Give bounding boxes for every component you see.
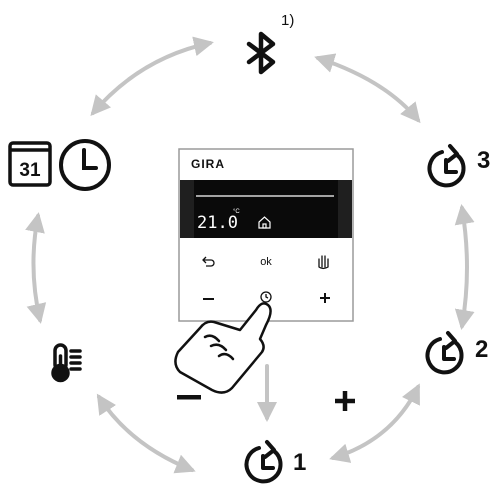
arrow-timer2-to-timer1 [329, 383, 420, 463]
back-button[interactable] [202, 256, 215, 267]
cycle-arrows [25, 36, 475, 474]
timer-level-1: 1 [293, 449, 306, 476]
pointing-hand-icon [174, 302, 272, 394]
clock-icon [59, 139, 111, 191]
plus-button[interactable] [320, 293, 330, 303]
bluetooth-icon [246, 31, 276, 75]
plus-direction-sign [335, 391, 355, 411]
footnote-marker: 1) [281, 12, 294, 29]
calendar-icon: 31 [8, 141, 52, 187]
timer-level-2: 2 [475, 336, 488, 363]
minus-button[interactable] [203, 298, 214, 300]
lcd-side-left [180, 180, 194, 238]
thermometer-icon [51, 343, 82, 383]
lcd-temperature: 21.0 [197, 213, 238, 233]
lcd-unit: °C [233, 209, 240, 215]
arrow-timer1-to-thermometer [96, 393, 196, 474]
timer-icon [260, 291, 272, 303]
thermostat-device: GIRA 21.0 °C ok [178, 148, 354, 322]
arrow-thermometer-to-calendar [25, 212, 47, 324]
back-arrow-icon [202, 256, 215, 267]
arrow-timer3-to-timer2 [454, 204, 475, 330]
arrow-bluetooth-to-timer3 [314, 53, 421, 124]
arrow-calendar-to-bluetooth [90, 36, 214, 117]
timer-icon [427, 144, 466, 188]
minus-direction-sign [177, 395, 201, 400]
brand-logo: GIRA [191, 157, 225, 171]
timer-button[interactable] [260, 291, 272, 303]
ok-button[interactable]: ok [260, 256, 272, 268]
hand-icon [318, 255, 329, 270]
timer-icon [244, 440, 283, 484]
calendar-day: 31 [19, 160, 41, 181]
timer-icon [425, 331, 464, 375]
home-icon [258, 216, 271, 229]
manual-mode-button[interactable] [318, 255, 329, 270]
lcd-side-right [338, 180, 352, 238]
timer-level-3: 3 [477, 147, 490, 174]
